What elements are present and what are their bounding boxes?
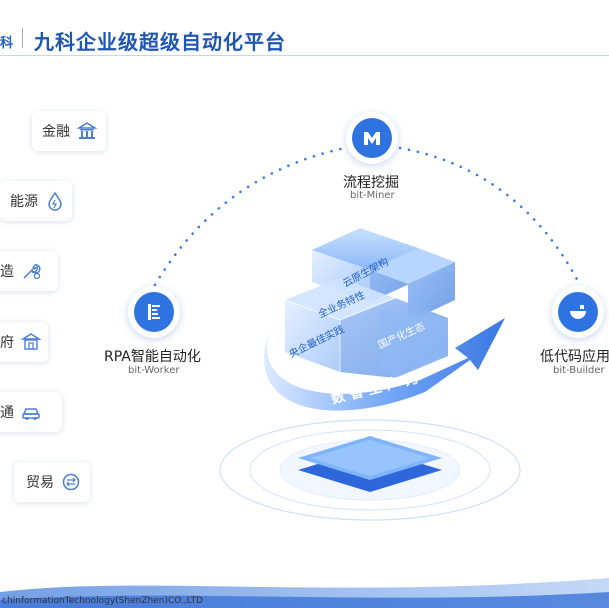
sidebar-item-government[interactable]: 政府 xyxy=(0,322,48,362)
rpa-node[interactable] xyxy=(128,286,180,338)
dotted-arc-left xyxy=(153,146,347,287)
government-icon xyxy=(20,331,42,353)
base-ring-outer xyxy=(219,419,521,521)
trade-icon xyxy=(60,471,82,493)
logo-fragment: 科 xyxy=(0,36,14,51)
sidebar-item-label: 交通 xyxy=(0,405,14,421)
sidebar-item-label: 能源 xyxy=(10,194,38,210)
sidebar-item-label: 制造 xyxy=(0,264,14,280)
builder-subtitle: bit-Builder xyxy=(553,365,605,376)
sidebar-item-label: 政府 xyxy=(0,335,14,351)
base-ring-mid xyxy=(249,429,491,511)
rpa-subtitle: bit-Worker xyxy=(128,365,180,376)
header: 科 九科企业级超级自动化平台 xyxy=(0,0,609,58)
wrench-icon xyxy=(20,260,42,282)
header-divider xyxy=(22,28,23,48)
builder-title: 低代码应用 xyxy=(540,349,609,365)
miner-subtitle: bit-Miner xyxy=(350,190,395,201)
header-underline xyxy=(0,55,609,56)
bank-icon xyxy=(76,120,98,142)
miner-node[interactable] xyxy=(346,112,398,164)
sidebar-item-manufacturing[interactable]: 制造 xyxy=(0,251,58,291)
miner-icon xyxy=(352,118,392,158)
rpa-title: RPA智能自动化 xyxy=(104,349,201,365)
drop-icon xyxy=(44,190,66,212)
builder-node[interactable] xyxy=(552,286,604,338)
sidebar-item-label: 贸易 xyxy=(26,475,54,491)
worker-icon xyxy=(134,292,174,332)
sidebar-item-transportation[interactable]: 交通 xyxy=(0,392,62,432)
sidebar-item-finance[interactable]: 金融 xyxy=(32,111,106,151)
page-title: 九科企业级超级自动化平台 xyxy=(34,30,286,54)
car-icon xyxy=(20,401,42,423)
builder-icon xyxy=(558,292,598,332)
sidebar-item-label: 金融 xyxy=(42,124,70,140)
sidebar-item-trade[interactable]: 贸易 xyxy=(14,462,90,502)
footer-company-text: chInformationTechnology(ShenZhen)CO.,LTD xyxy=(2,596,203,606)
growth-arrow xyxy=(264,318,505,411)
sidebar-item-energy[interactable]: 能源 xyxy=(0,181,72,221)
miner-title: 流程挖掘 xyxy=(343,175,399,191)
